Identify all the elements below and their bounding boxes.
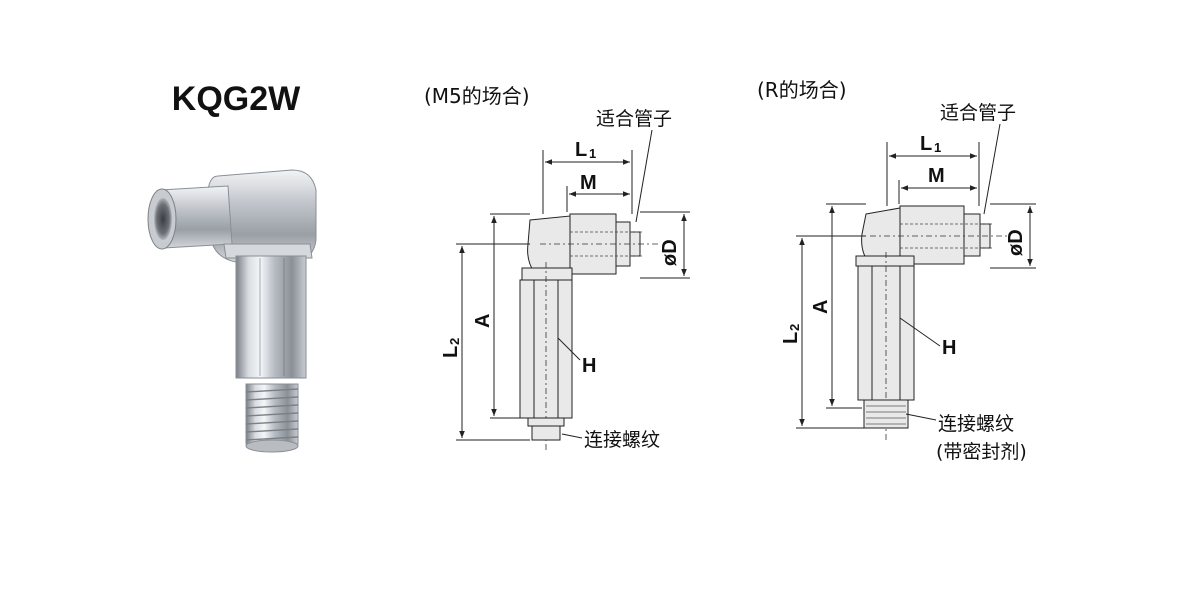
r-heading: (R的场合): [757, 78, 847, 102]
r-dim-L2: L: [780, 332, 802, 344]
m5-dim-L2-sub: 2: [447, 338, 462, 345]
diagram-m5: (M5的场合) 适合管子 L 1 M øD: [424, 84, 690, 451]
m5-dim-H: H: [582, 355, 596, 377]
m5-dim-L1: L: [575, 139, 587, 161]
product-photo: KQG2W: [147, 80, 317, 453]
m5-dim-M: M: [580, 172, 597, 194]
r-dim-L1-sub: 1: [934, 140, 941, 155]
r-dim-M: M: [928, 165, 945, 187]
r-dim-D: øD: [1005, 229, 1027, 256]
m5-dim-L1-sub: 1: [589, 146, 596, 161]
m5-heading: (M5的场合): [424, 84, 530, 108]
m5-thread-label: 连接螺纹: [584, 429, 660, 451]
r-dim-A: A: [810, 300, 832, 314]
m5-tube-label: 适合管子: [596, 108, 672, 130]
m5-dim-L2: L: [440, 346, 462, 358]
r-dim-L2-sub: 2: [787, 324, 802, 331]
r-dim-H: H: [942, 337, 956, 359]
product-title: KQG2W: [172, 80, 301, 118]
r-thread-label: 连接螺纹: [938, 413, 1014, 435]
m5-dim-D: øD: [659, 239, 681, 266]
r-tube-label: 适合管子: [940, 102, 1016, 124]
r-dim-L1: L: [920, 133, 932, 155]
diagram-r: (R的场合) 适合管子 L 1 M øD: [757, 78, 1036, 463]
r-thread-note: (带密封剂): [936, 441, 1027, 463]
m5-dim-A: A: [472, 314, 494, 328]
